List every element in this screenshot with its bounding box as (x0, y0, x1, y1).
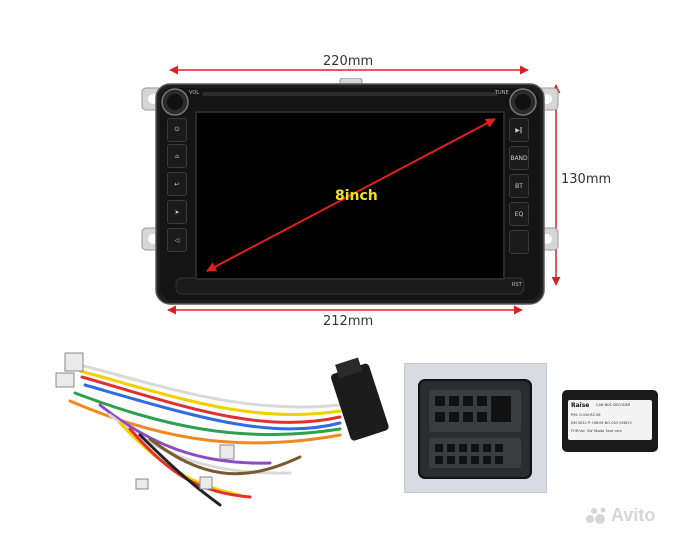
home-button[interactable]: ⌂ (167, 144, 187, 168)
play-pause-button[interactable]: ▶‖ (509, 118, 529, 142)
avito-logo-icon (586, 507, 606, 524)
nav-button[interactable]: ➤ (167, 200, 187, 224)
extra-button[interactable] (509, 230, 529, 254)
vol-label: VOL (189, 90, 200, 96)
back-button[interactable]: ↩ (167, 172, 187, 196)
decoder-label: Raise CAN BUS DECODER P/N: G-VW-RZ-06 DM… (568, 400, 652, 440)
diagonal-arrow (206, 118, 496, 272)
tune-label: TUNE (495, 90, 509, 96)
wiring-harness (55, 352, 389, 507)
screen-size-label: 8inch (335, 188, 378, 204)
height-right-label: 130mm (561, 172, 612, 187)
decoder-line3: DM 0022 P: HW:IM-NO-003 VSW23 (571, 421, 632, 425)
decoder-brand: Raise (571, 402, 590, 409)
connector-photo (404, 363, 547, 493)
bt-button[interactable]: BT (509, 174, 529, 198)
head-unit: VOL TUNE RST ⏻ ⌂ ↩ ➤ ◁ ▶‖ BAND BT EQ 8in… (140, 78, 560, 306)
mute-button[interactable]: ◁ (167, 228, 187, 252)
band-button[interactable]: BAND (509, 146, 529, 170)
decoder-line4: FOR:Vol. VW Skoda Seat cars (571, 429, 622, 433)
avito-watermark: Avito (585, 505, 655, 526)
connector-detail (418, 379, 532, 479)
width-top-label: 220mm (320, 54, 377, 69)
avito-watermark-text: Avito (611, 505, 656, 525)
rst-label: RST (512, 282, 522, 288)
screen: 8inch (195, 111, 505, 280)
width-bottom-label: 212mm (323, 314, 374, 329)
decoder-box: Raise CAN BUS DECODER P/N: G-VW-RZ-06 DM… (562, 390, 658, 452)
decoder-line1: CAN BUS DECODER (596, 403, 631, 407)
eq-button[interactable]: EQ (509, 202, 529, 226)
decoder-line2: P/N: G-VW-RZ-06 (571, 413, 601, 417)
power-button[interactable]: ⏻ (167, 118, 187, 142)
